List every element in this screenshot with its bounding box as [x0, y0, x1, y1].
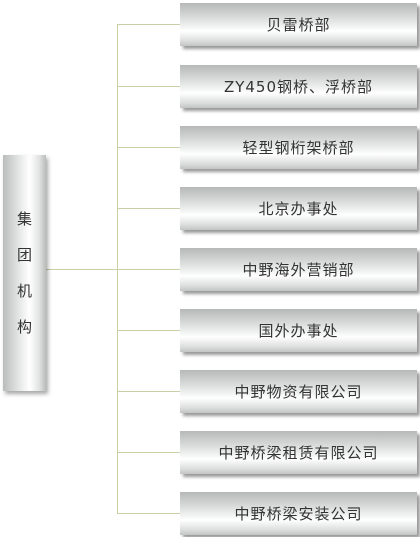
branch-node-label: 中野物资有限公司: [234, 383, 363, 401]
branch-node-label: 国外办事处: [258, 322, 339, 340]
branch-node-light-truss-bridge: 轻型钢桁架桥部: [180, 126, 417, 169]
branch-node-beilei-bridge: 贝雷桥部: [180, 3, 417, 46]
branch-node-materials-company: 中野物资有限公司: [180, 370, 417, 413]
branch-node-bridge-leasing-company: 中野桥梁租赁有限公司: [180, 431, 417, 474]
branch-node-label: 中野桥梁安装公司: [234, 505, 363, 523]
branch-node-overseas-marketing: 中野海外营销部: [180, 248, 417, 291]
branch-node-label: 北京办事处: [258, 200, 339, 218]
root-node: 集团机构: [3, 155, 46, 391]
branch-node-beijing-office: 北京办事处: [180, 187, 417, 230]
branch-node-zy450-bridge: ZY450钢桥、浮桥部: [180, 65, 417, 108]
branch-node-bridge-installation-company: 中野桥梁安装公司: [180, 492, 417, 535]
branch-node-foreign-office: 国外办事处: [180, 309, 417, 352]
branch-node-label: 中野桥梁租赁有限公司: [218, 444, 379, 462]
root-node-label: 集团机构: [16, 210, 32, 336]
branch-node-label: ZY450钢桥、浮桥部: [223, 78, 374, 96]
branch-node-label: 贝雷桥部: [266, 16, 331, 34]
branch-node-label: 中野海外营销部: [242, 261, 355, 279]
branch-node-label: 轻型钢桁架桥部: [242, 139, 355, 157]
